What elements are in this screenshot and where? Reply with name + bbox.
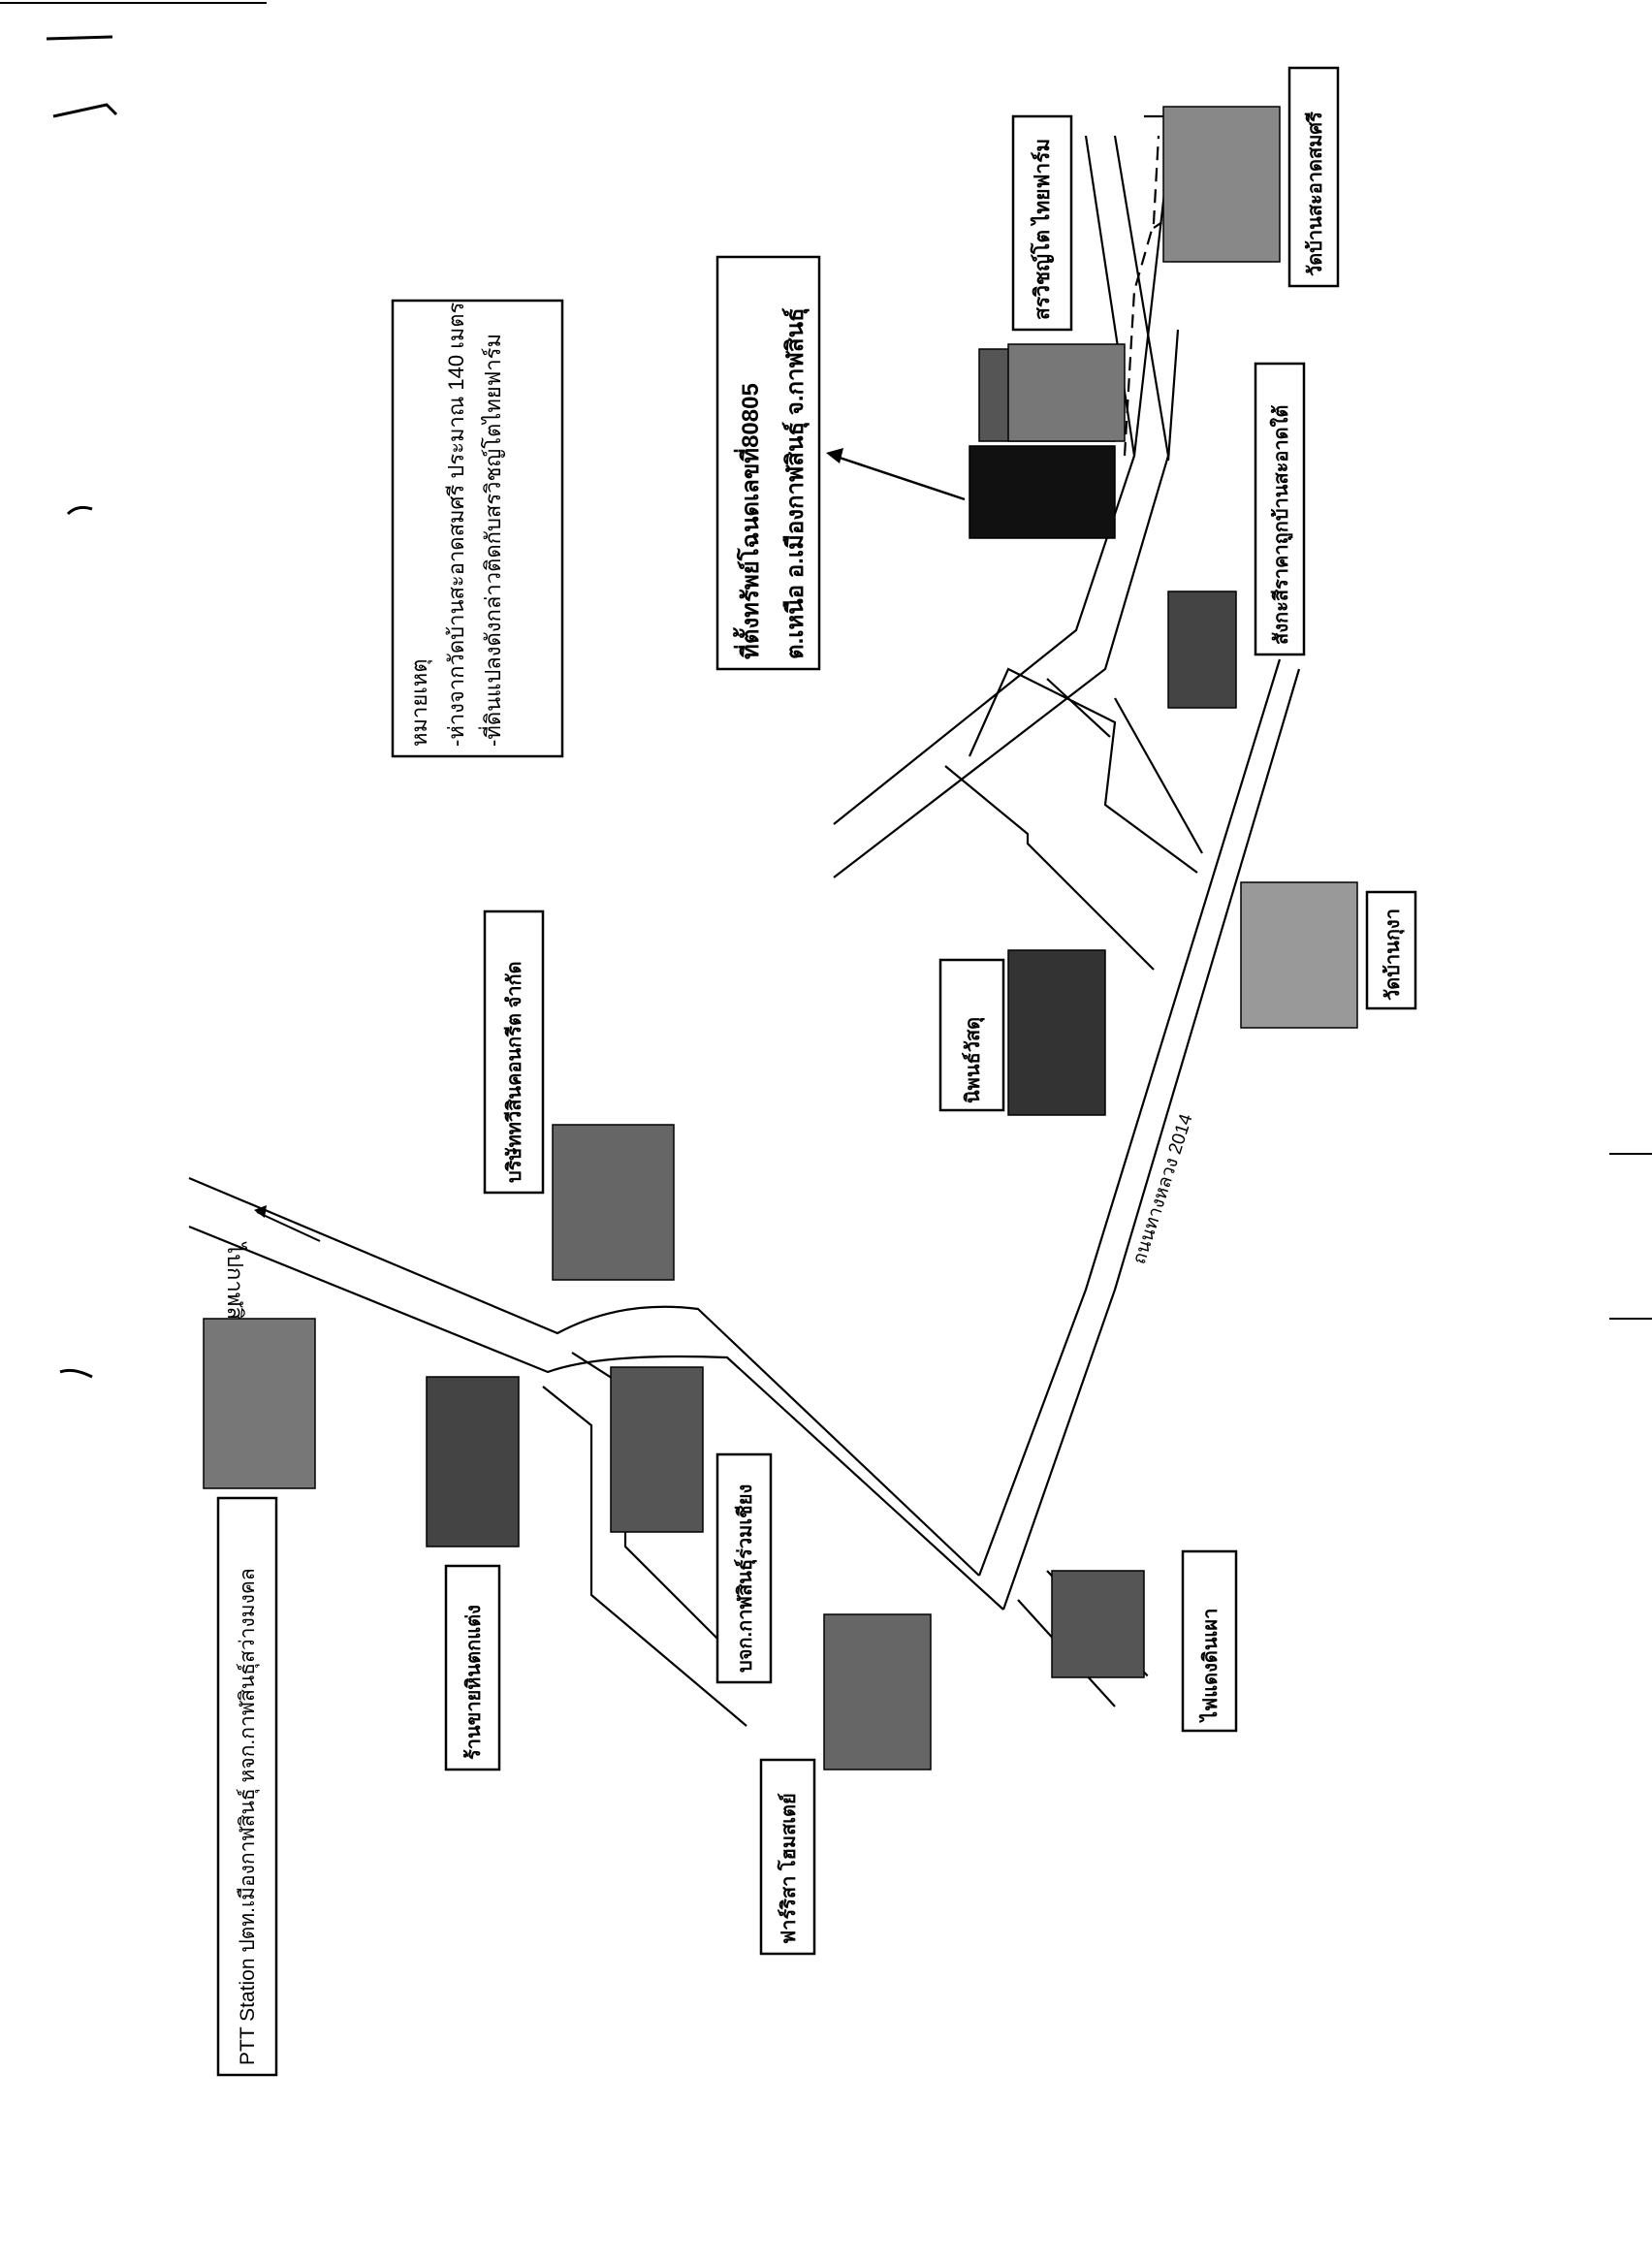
farm-box: สรวิชญ์โต ไทยฟาร์ม [1011,114,1073,332]
note-title: หมายเหตุ [407,658,432,747]
photo-thumbnail [610,1366,704,1533]
photo-thumbnail [1162,106,1281,263]
photo-thumbnail [1167,590,1237,709]
scan-marks [0,2,1652,1379]
bank-box: บจก.กาฬสินธุ์ร่วมเชียง [715,1452,773,1684]
cooperative-box: สังกะสีราคาถูกบ้านสะอาดใต้ [1254,362,1306,656]
traffic-light-box: ไฟแดงดินเผา [1181,1549,1238,1733]
arrow-icon [254,1205,321,1242]
homepro-label: นิพนธ์วัสดุ [962,1017,985,1103]
property-line-1: ที่ตั้งทรัพย์โฉนดเลขที่80805 [732,383,764,659]
note-line-1: -ห่างจากวัดบ้านสะอาดสมศรี ประมาณ 140 เมต… [444,302,468,747]
photo-thumbnail [1007,343,1126,442]
junction-road-a [944,765,1155,971]
temple-road-lower-b [1166,329,1180,462]
farm-label: สรวิชญ์โต ไทยฟาร์ม [1030,139,1055,320]
dashed-connector [1123,135,1160,457]
photo-thumbnail [1051,1570,1145,1678]
temple-road-edge-b [833,135,1170,878]
photo-thumbnail [1007,949,1106,1116]
property-line-2: ต.เหนือ อ.เมืองกาฬสินธุ์ จ.กาฬสินธุ์ [781,307,810,659]
road-kalasin-edge-a [188,1176,980,1577]
stone-shop-box: ร้านขายหินตกแต่ง [444,1564,501,1771]
highway-label: ถนนทางหลวง 2014 [1129,1111,1197,1267]
photo-thumbnail [552,1124,675,1281]
homepro-box: นิพนธ์วัสดุ [938,958,1005,1112]
property-arrow [826,448,966,501]
concrete-label: บริษัททวีสินคอนกรีต จำกัด [503,961,525,1183]
ptt-box: PTT Station ปตท.เมืองกาฬสินธุ์ หจก.กาฬสิ… [216,1496,278,2077]
concrete-box: บริษัททวีสินคอนกรีต จำกัด [483,909,545,1195]
hotel-box: ฟาร์ริสา โฮมสเตย์ [759,1758,816,1956]
stone-shop-label: ร้านขายหินตกแต่ง [462,1605,485,1760]
temple-sa-at-label: วัดบ้านสะอาดสมศรี [1304,112,1326,276]
hotel-label: ฟาร์ริสา โฮมสเตย์ [777,1793,800,1944]
property-box: ที่ตั้งทรัพย์โฉนดเลขที่80805 ต.เหนือ อ.เ… [715,255,821,671]
bank-label: บจก.กาฬสินธุ์ร่วมเชียง [734,1484,757,1673]
note-box: หมายเหตุ -ห่างจากวัดบ้านสะอาดสมศรี ประมา… [391,299,564,758]
ptt-label: PTT Station ปตท.เมืองกาฬสินธุ์ หจก.กาฬสิ… [236,1568,260,2065]
traffic-light-label: ไฟแดงดินเผา [1198,1609,1222,1723]
branch-road-edge-a [542,1386,747,1727]
cooperative-label: สังกะสีราคาถูกบ้านสะอาดใต้ [1269,405,1294,645]
photo-thumbnail [203,1318,316,1489]
road-kalasin-edge-b [188,1225,1004,1611]
junction-road-c [1046,678,1111,738]
highway-2014-edge-a [977,658,1282,1577]
photo-thumbnail [1240,881,1358,1029]
highway-2014-edge-b [1001,668,1301,1611]
note-line-2: -ที่ดินแปลงดังกล่าวติดกับสรวิชญ์โตไทยฟาร… [478,334,505,747]
junction-road-b [968,667,1198,874]
temple-dashed-link [1153,217,1169,229]
junction-road-d [1114,697,1203,854]
temple-sa-at-box: วัดบ้านสะอาดสมศรี [1287,66,1340,288]
photo-thumbnail [823,1613,932,1771]
temple-kung-a-box: วัดบ้านกุงา [1365,890,1417,1010]
photo-thumbnail [426,1376,520,1547]
temple-road-edge-a [833,135,1136,825]
temple-kung-a-label: วัดบ้านกุงา [1382,909,1405,1001]
photos [203,106,1358,1771]
property-plot [969,445,1116,539]
